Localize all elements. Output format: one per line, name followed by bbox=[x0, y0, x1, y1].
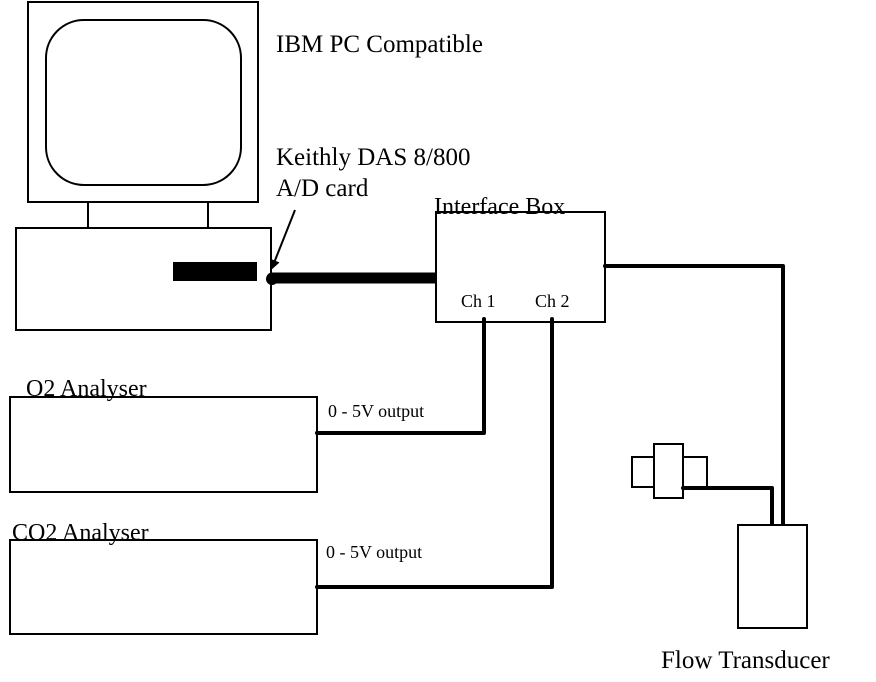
ad-card-pointer-arrow bbox=[270, 209, 296, 270]
co2-analyser-label: CO2 Analyser bbox=[12, 520, 149, 546]
o2-analyser-label: O2 Analyser bbox=[26, 376, 147, 402]
o2-analyser-box bbox=[9, 396, 318, 493]
ch1-label: Ch 1 bbox=[461, 291, 496, 311]
card-label-line2: A/D card bbox=[276, 175, 369, 202]
co2-analyser-box bbox=[9, 539, 318, 635]
flow-transducer-label: Flow Transducer bbox=[661, 647, 830, 674]
transducer-head-right bbox=[682, 456, 708, 488]
card-label-line1: Keithly DAS 8/800 bbox=[276, 144, 470, 171]
desktop-computer-icon bbox=[15, 1, 272, 331]
transducer-tube bbox=[681, 486, 774, 527]
interface-box-label: Interface Box bbox=[434, 194, 565, 220]
ch2-label: Ch 2 bbox=[535, 291, 570, 311]
interface-box bbox=[435, 211, 606, 323]
drive-slot bbox=[173, 262, 257, 281]
transducer-head-left bbox=[631, 456, 655, 488]
co2-signal-wire bbox=[315, 317, 554, 589]
o2-output-label: 0 - 5V output bbox=[328, 401, 424, 421]
transducer-head-center bbox=[653, 443, 684, 499]
cable-connector bbox=[266, 273, 278, 285]
o2-signal-wire bbox=[315, 317, 486, 435]
computer-label: IBM PC Compatible bbox=[276, 31, 483, 58]
co2-output-label: 0 - 5V output bbox=[326, 542, 422, 562]
transducer-body bbox=[737, 524, 808, 629]
transducer-signal-wire bbox=[603, 264, 785, 527]
monitor-screen bbox=[45, 19, 242, 186]
monitor-stand bbox=[87, 201, 209, 229]
flow-transducer-icon bbox=[631, 443, 808, 629]
